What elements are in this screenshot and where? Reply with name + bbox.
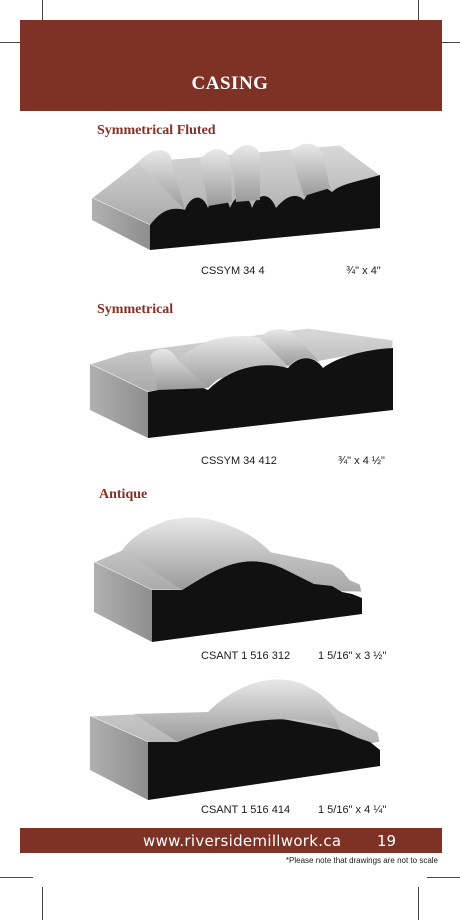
page-title: CASING	[191, 73, 269, 94]
profile-code: CSANT 1 516 312	[201, 650, 291, 662]
profile-drawing-csant-1-516-414	[89, 678, 381, 800]
profile-size: ¾" x 4"	[346, 265, 381, 277]
crop-mark	[418, 887, 419, 920]
crop-mark	[427, 877, 460, 878]
crop-mark	[427, 42, 460, 43]
profile-code: CSSYM 34 412	[201, 455, 277, 467]
profile-code: CSANT 1 516 414	[201, 804, 291, 816]
crop-mark	[42, 0, 43, 33]
footer-banner	[20, 828, 442, 853]
profile-drawing-cssym-34-4	[91, 143, 381, 250]
crop-mark	[418, 0, 419, 33]
profile-size: 1 5/16" x 4 ¼"	[318, 804, 387, 816]
section-title-antique: Antique	[99, 487, 148, 502]
section-title-symmetrical-fluted: Symmetrical Fluted	[97, 123, 216, 138]
profile-drawing-cssym-34-412	[88, 327, 394, 438]
profile-drawing-csant-1-516-312	[92, 517, 363, 642]
crop-mark	[0, 42, 33, 43]
crop-mark	[0, 877, 33, 878]
page-number: 19	[377, 832, 397, 850]
profile-size: ¾" x 4 ½"	[338, 455, 385, 467]
profile-size: 1 5/16" x 3 ½"	[318, 650, 387, 662]
website-url: www.riversidemillwork.ca	[143, 832, 342, 850]
scale-disclaimer-note: *Please note that drawings are not to sc…	[285, 856, 438, 865]
crop-mark	[42, 887, 43, 920]
section-title-symmetrical: Symmetrical	[97, 302, 174, 317]
header-banner	[20, 20, 442, 111]
profile-code: CSSYM 34 4	[201, 265, 265, 277]
